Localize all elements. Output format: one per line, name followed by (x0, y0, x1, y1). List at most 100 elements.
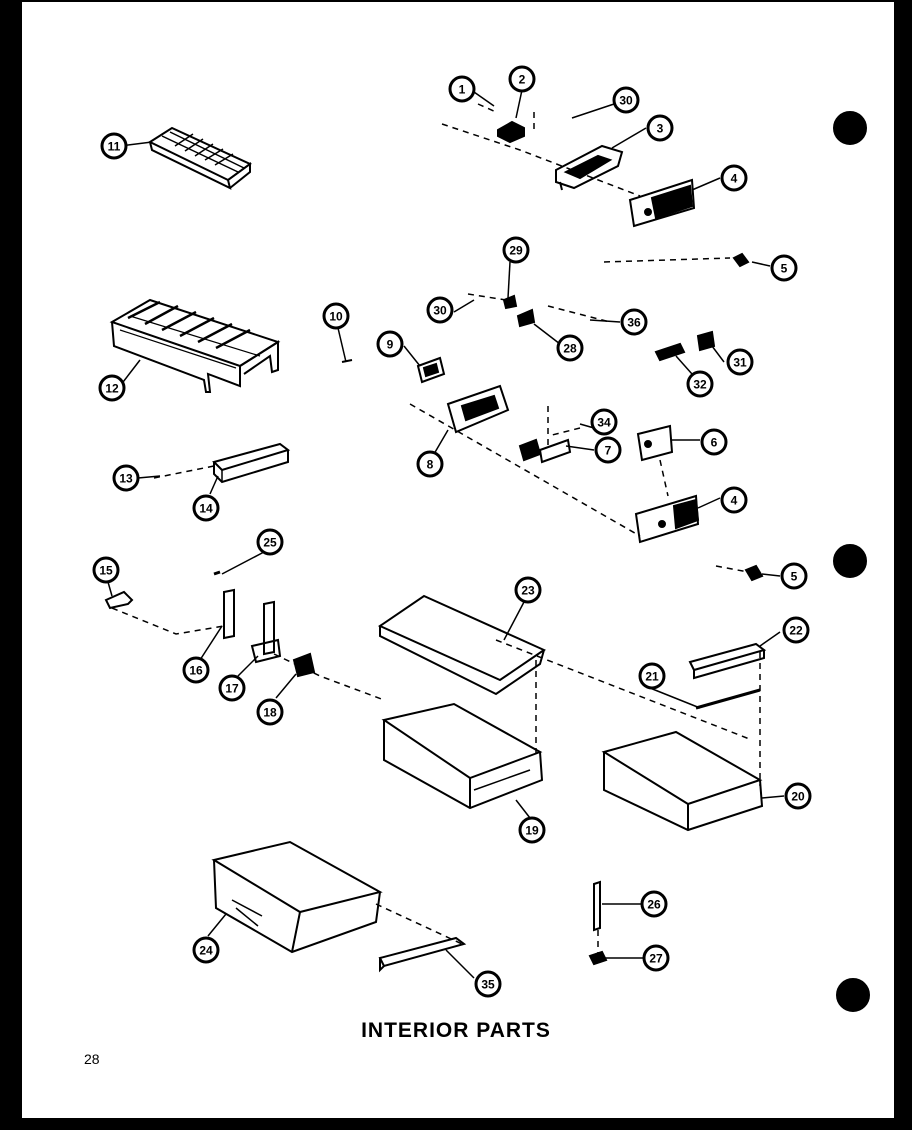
callout-23: 23 (514, 576, 542, 604)
callout-17: 17 (218, 674, 246, 702)
callout-5: 5 (780, 562, 808, 590)
callout-circle (620, 308, 648, 336)
callout-label: 20 (791, 790, 805, 804)
callout-label: 5 (791, 570, 798, 584)
page-title: INTERIOR PARTS (361, 1019, 551, 1042)
callout-circle (416, 450, 444, 478)
callout-circle (646, 114, 674, 142)
callout-label: 7 (605, 444, 612, 458)
callout-label: 10 (329, 310, 343, 324)
callout-12: 12 (98, 374, 126, 402)
callout-circle (448, 75, 476, 103)
callout-circle (612, 86, 640, 114)
diagram-sheet (22, 2, 894, 1118)
callout-label: 30 (619, 94, 633, 108)
callout-circle (720, 164, 748, 192)
callout-label: 9 (387, 338, 394, 352)
callout-13: 13 (112, 464, 140, 492)
callout-label: 11 (108, 140, 121, 154)
callout-label: 2 (519, 73, 526, 87)
callout-circle (782, 616, 810, 644)
callout-circle (100, 132, 128, 160)
drawer-hardware (104, 570, 316, 678)
callout-circle (112, 464, 140, 492)
callout-label: 4 (731, 494, 738, 508)
callout-9: 9 (376, 330, 404, 358)
callout-circle (376, 330, 404, 358)
control-assembly-lower (341, 294, 764, 582)
callout-30: 30 (612, 86, 640, 114)
callout-circle (502, 236, 530, 264)
callout-21: 21 (638, 662, 666, 690)
callout-14: 14 (192, 494, 220, 522)
callout-circle (556, 334, 584, 362)
divider-26-part (593, 880, 601, 932)
callout-label: 28 (563, 342, 577, 356)
callout-circle (686, 370, 714, 398)
callout-8: 8 (416, 450, 444, 478)
vegetable-drawer-part (211, 840, 383, 954)
callout-6: 6 (700, 428, 728, 456)
callout-label: 1 (459, 83, 466, 97)
meat-pan-part (601, 730, 764, 832)
callout-label: 31 (733, 356, 747, 370)
callout-29: 29 (502, 236, 530, 264)
callout-label: 21 (645, 670, 659, 684)
callout-circle (784, 782, 812, 810)
callout-1: 1 (448, 75, 476, 103)
callout-22: 22 (782, 616, 810, 644)
callout-label: 12 (105, 382, 119, 396)
callout-circle (642, 944, 670, 972)
ice-tray-part (147, 126, 252, 190)
callout-group: 1230345112930362810931323487645121314251… (92, 65, 812, 998)
callout-circle (192, 494, 220, 522)
rail-part (212, 442, 291, 484)
callout-circle (92, 556, 120, 584)
callout-3: 3 (646, 114, 674, 142)
callout-5: 5 (770, 254, 798, 282)
callout-circle (256, 698, 284, 726)
callout-31: 31 (726, 348, 754, 376)
control-assembly-upper (497, 120, 750, 268)
callout-circle (474, 970, 502, 998)
callout-circle (322, 302, 350, 330)
callout-label: 34 (597, 416, 611, 430)
rail-35-part (378, 936, 467, 968)
callout-label: 14 (199, 502, 213, 516)
callout-label: 22 (789, 624, 803, 638)
callout-15: 15 (92, 556, 120, 584)
callout-26: 26 (640, 890, 668, 918)
callout-circle (182, 656, 210, 684)
callout-label: 23 (521, 584, 535, 598)
callout-2: 2 (508, 65, 536, 93)
callout-32: 32 (686, 370, 714, 398)
callout-label: 5 (781, 262, 788, 276)
freezer-shelf-part (109, 298, 281, 393)
callout-circle (726, 348, 754, 376)
callout-circle (700, 428, 728, 456)
callout-11: 11 (100, 132, 128, 160)
callout-circle (256, 528, 284, 556)
callout-27: 27 (642, 944, 670, 972)
callout-label: 15 (99, 564, 113, 578)
callout-28: 28 (556, 334, 584, 362)
binder-hole (836, 978, 870, 1012)
callout-34: 34 (590, 408, 618, 436)
callout-16: 16 (182, 656, 210, 684)
callout-label: 6 (711, 436, 718, 450)
callout-label: 13 (119, 472, 133, 486)
binder-hole (833, 544, 867, 578)
callout-label: 36 (627, 316, 641, 330)
callout-label: 32 (693, 378, 707, 392)
callout-circle (590, 408, 618, 436)
callout-label: 18 (263, 706, 277, 720)
assembly-lines (111, 103, 761, 954)
callout-circle (98, 374, 126, 402)
callout-7: 7 (594, 436, 622, 464)
drawer-rails-part (688, 642, 767, 710)
callout-label: 27 (649, 952, 663, 966)
callout-19: 19 (518, 816, 546, 844)
callout-circle (518, 816, 546, 844)
callout-label: 26 (647, 898, 661, 912)
